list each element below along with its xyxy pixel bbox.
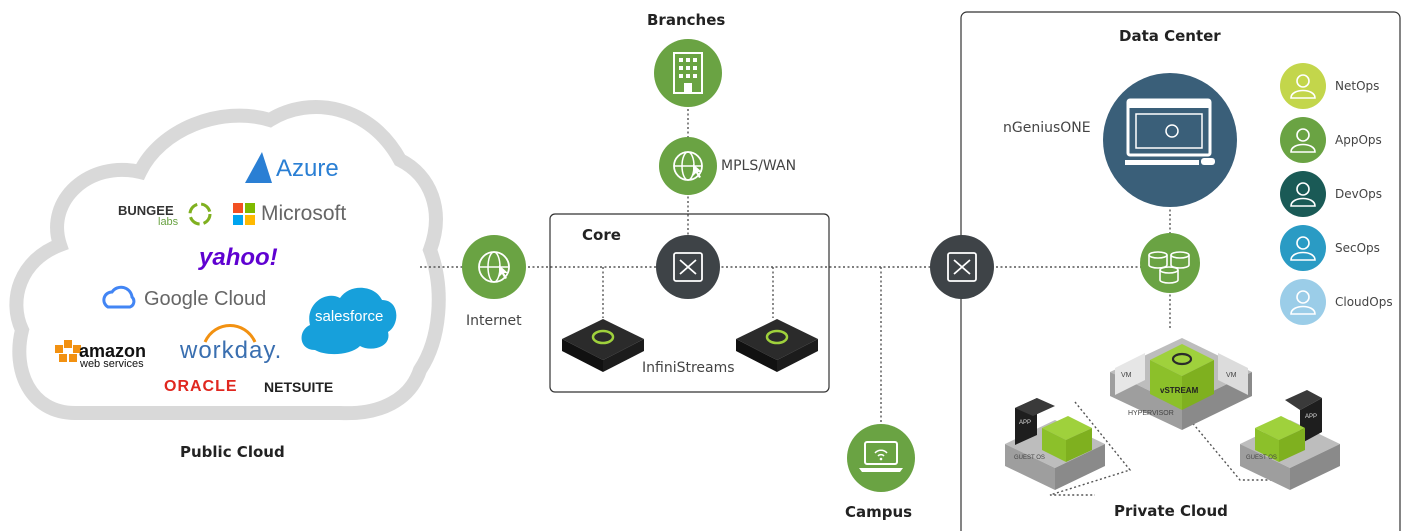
salesforce-logo-icon [301,287,397,355]
oracle-logo-text: ORACLE [164,378,238,395]
guest-os-label-right: GUEST OS [1246,455,1277,461]
infinistream-appliance-left [562,319,644,372]
core-switch-icon [656,235,720,299]
connector-lines [420,100,1290,496]
role-label-devops: DevOps [1335,187,1383,201]
role-label-netops: NetOps [1335,79,1380,93]
ngeniusone-label: nGeniusONE [1003,120,1091,136]
dc-switch-icon [930,235,994,299]
app-label-left: APP [1019,420,1032,426]
azure-logo-icon [245,152,272,183]
campus-label: Campus [845,503,913,521]
branches-label: Branches [647,11,726,29]
role-label-appops: AppOps [1335,133,1382,147]
left-guest-stack [1005,398,1105,490]
building-icon [654,39,722,107]
vstream-label-central: vSTREAM [1160,386,1199,395]
guest-os-label-left: GUEST OS [1014,455,1045,461]
role-cloudops-icon [1280,279,1326,325]
workday-logo-text: workday. [180,337,283,364]
role-netops-icon [1280,63,1326,109]
role-icons [1280,63,1326,325]
ngeniusone-monitor-icon [1103,73,1237,207]
google-cloud-logo-text: Google Cloud [144,288,267,310]
amazon-logo-icon [55,340,81,362]
amazon-logo-text: amazon [79,341,147,361]
amazon-logo-subtext: web services [80,358,144,370]
mpls-globe-icon [659,137,717,195]
role-appops-icon [1280,117,1326,163]
azure-logo-text: Azure [276,155,339,182]
mpls-wan-label: MPLS/WAN [721,158,797,174]
microsoft-logo-icon [233,203,255,225]
laptop-icon [847,424,915,492]
central-hypervisor-stack [1110,338,1252,430]
data-center-label: Data Center [1119,27,1221,45]
role-secops-icon [1280,225,1326,271]
app-label-right: APP [1305,414,1318,420]
right-guest-stack [1240,390,1340,490]
bungee-logo-text: BUNGEE [118,203,174,218]
private-cloud-label: Private Cloud [1114,502,1228,520]
role-label-cloudops: CloudOps [1335,295,1393,309]
workday-arc-icon [203,324,257,343]
public-cloud-label: Public Cloud [180,443,285,461]
bungee-logo-icon [188,202,212,226]
internet-globe-icon [462,235,526,299]
yahoo-logo-text: yahoo! [199,244,278,271]
infinistream-appliance-right [736,319,818,372]
hypervisor-label-central: HYPERVISOR [1128,410,1174,417]
vm-label-right: VM [1226,372,1237,379]
role-devops-icon [1280,171,1326,217]
infinistreams-label: InfiniStreams [642,360,735,376]
vm-label-left: VM [1121,372,1132,379]
internet-label: Internet [466,313,522,329]
role-label-secops: SecOps [1335,241,1380,255]
microsoft-logo-text: Microsoft [261,202,347,225]
netsuite-logo-text: NETSUITE [264,379,334,395]
salesforce-logo-text: salesforce [315,308,384,325]
core-label: Core [582,226,621,244]
core-box [549,213,830,393]
google-cloud-logo-icon [102,285,136,309]
database-icon [1140,233,1200,293]
bungee-logo-subtext: labs [158,216,179,228]
